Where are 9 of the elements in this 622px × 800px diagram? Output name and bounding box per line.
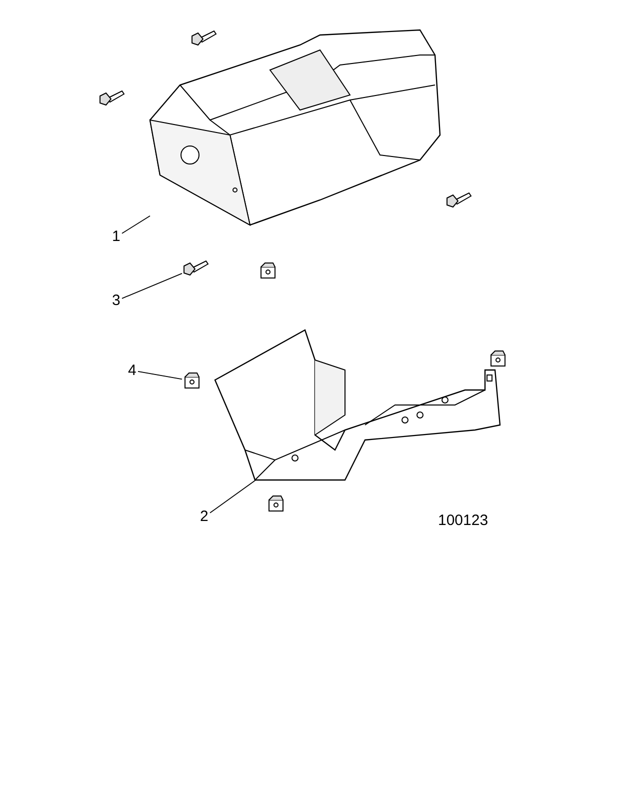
- callout-number: 1: [112, 228, 122, 245]
- callout-number: 2: [200, 508, 210, 525]
- diagram-number: 100123: [438, 512, 488, 529]
- callout-number: 3: [112, 292, 122, 309]
- leader-line: [122, 272, 182, 299]
- leader-line: [122, 215, 150, 234]
- leader-line: [210, 480, 256, 514]
- leader-line: [138, 370, 182, 380]
- callout-number: 4: [128, 362, 138, 379]
